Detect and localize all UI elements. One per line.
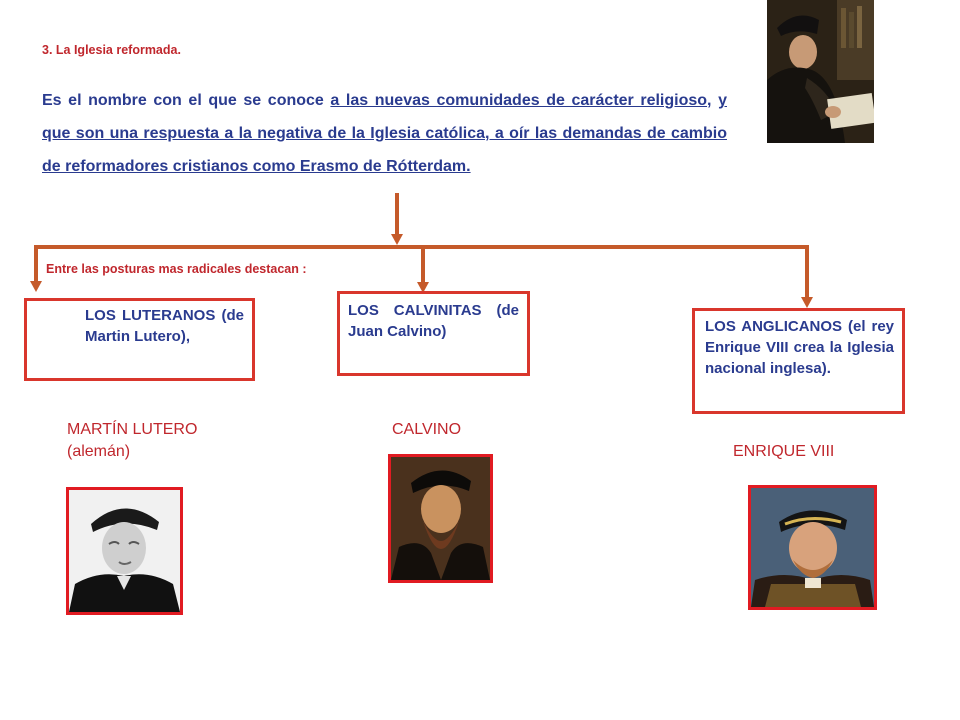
caption-lutero: MARTÍN LUTERO (alemán) — [67, 419, 197, 463]
subheading: Entre las posturas mas radicales destaca… — [46, 262, 307, 276]
portrait-calvino — [388, 454, 493, 583]
group-box-calvinitas: LOS CALVINITAS (de Juan Calvino) — [337, 291, 530, 376]
group-box-luteranos: LOS LUTERANOS (de Martin Lutero), — [24, 298, 255, 381]
connector-arrow-left — [30, 281, 42, 292]
connector-vertical-main — [395, 193, 399, 235]
intro-text-underlined-2: y que son una respuesta a la negativa de… — [42, 92, 727, 175]
section-heading: 3. La Iglesia reformada. — [42, 43, 181, 57]
caption-calvino: CALVINO — [392, 419, 461, 441]
group-box-anglicanos: LOS ANGLICANOS (el rey Enrique VIII crea… — [692, 308, 905, 414]
intro-text-comma: , — [707, 92, 719, 109]
intro-paragraph: Es el nombre con el que se conoce a las … — [42, 84, 727, 183]
group-label-anglicanos: LOS ANGLICANOS (el rey Enrique VIII crea… — [705, 318, 894, 377]
caption-lutero-origin: (alemán) — [67, 443, 131, 460]
portrait-enrique — [748, 485, 877, 610]
connector-arrow-middle — [417, 282, 429, 293]
group-label-luteranos: LOS LUTERANOS (de Martin Lutero), — [85, 307, 244, 345]
portrait-lutero — [66, 487, 183, 615]
intro-text-underlined-1: a las nuevas comunidades de carácter rel… — [330, 92, 708, 109]
connector-drop-right — [805, 245, 809, 298]
erasmus-portrait — [767, 0, 874, 143]
caption-enrique: ENRIQUE VIII — [733, 441, 834, 463]
caption-calvino-name: CALVINO — [392, 421, 462, 438]
connector-arrow-right — [801, 297, 813, 308]
caption-enrique-name: ENRIQUE VIII — [733, 443, 835, 460]
intro-text-plain: Es el nombre con el que se conoce — [42, 92, 331, 109]
connector-drop-middle — [421, 245, 425, 283]
connector-drop-left — [34, 245, 38, 282]
group-label-calvinitas: LOS CALVINITAS (de Juan Calvino) — [348, 302, 519, 340]
caption-lutero-name: MARTÍN LUTERO — [67, 421, 198, 438]
connector-arrow-main — [391, 234, 403, 245]
